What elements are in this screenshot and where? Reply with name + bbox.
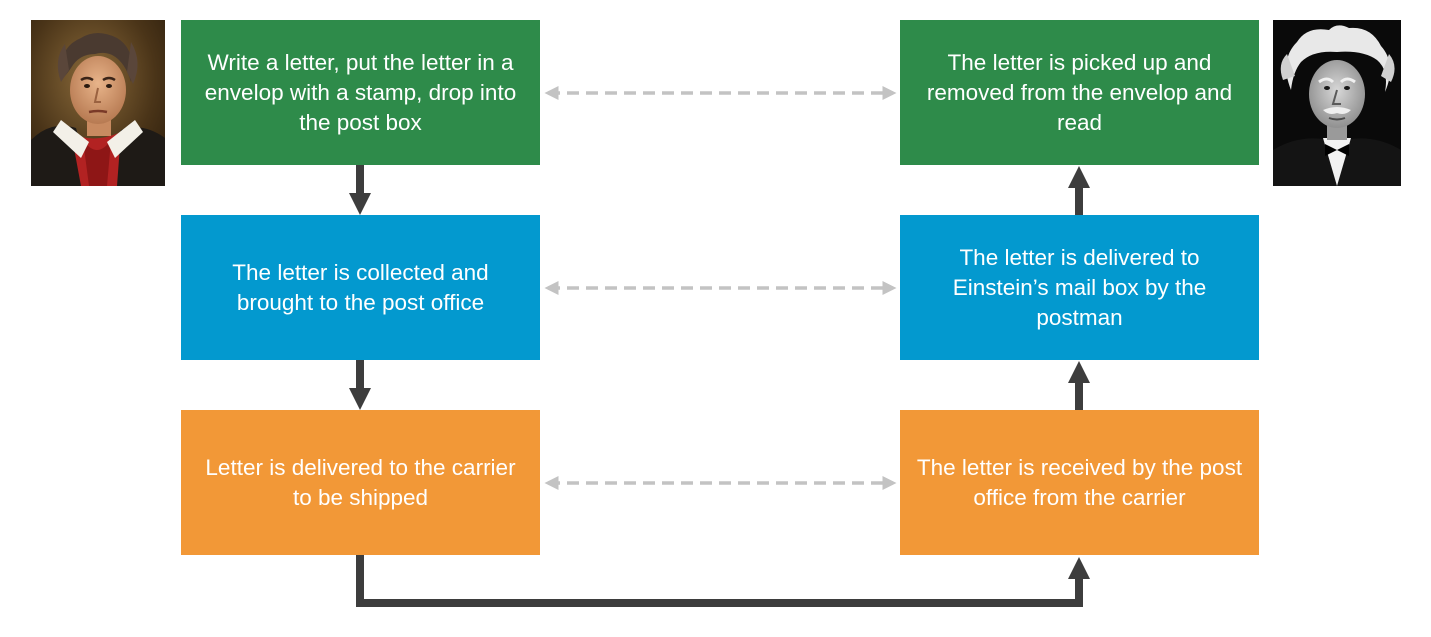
- beethoven-portrait-icon: [31, 20, 165, 186]
- sender-step-collected: The letter is collected and brought to t…: [181, 215, 540, 360]
- receiver-step-read-text: The letter is picked up and removed from…: [926, 49, 1233, 135]
- receiver-step-post-office-text: The letter is received by the post offic…: [916, 454, 1243, 510]
- receiver-step-mailbox-text: The letter is delivered to Einstein’s ma…: [952, 244, 1207, 330]
- flow-arrow-receiver-3-2: [1068, 361, 1090, 411]
- receiver-step-mailbox: The letter is delivered to Einstein’s ma…: [900, 215, 1259, 360]
- sender-step-collected-text: The letter is collected and brought to t…: [232, 259, 489, 315]
- receiver-step-read: The letter is picked up and removed from…: [900, 20, 1259, 165]
- einstein-portrait-icon: [1273, 20, 1401, 186]
- receiver-step-post-office: The letter is received by the post offic…: [900, 410, 1259, 555]
- flow-arrow-carrier-transfer: [356, 555, 1090, 607]
- flow-arrow-sender-2-3: [349, 360, 371, 410]
- sender-step-write-letter-text: Write a letter, put the letter in a enve…: [204, 49, 517, 135]
- sender-step-write-letter: Write a letter, put the letter in a enve…: [181, 20, 540, 165]
- sender-step-carrier-text: Letter is delivered to the carrier to be…: [205, 454, 516, 510]
- sender-step-carrier: Letter is delivered to the carrier to be…: [181, 410, 540, 555]
- flow-arrow-sender-1-2: [349, 165, 371, 215]
- flow-arrow-receiver-2-1: [1068, 166, 1090, 216]
